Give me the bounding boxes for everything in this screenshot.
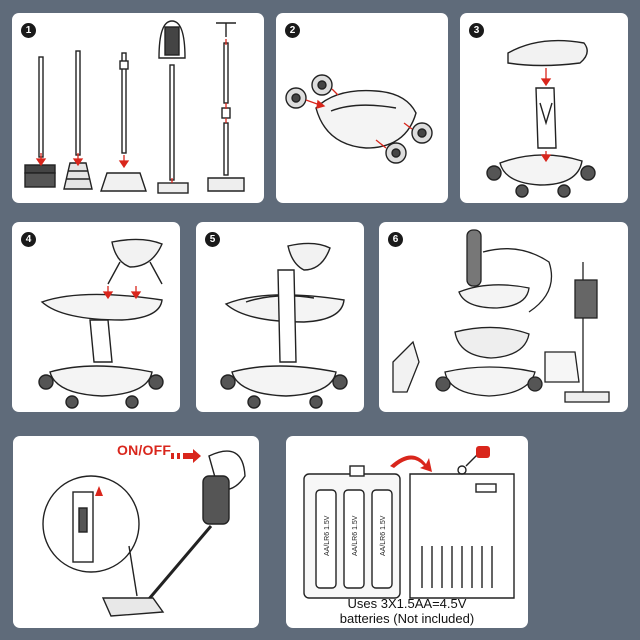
on-off-label: ON/OFF	[117, 442, 172, 458]
battery-label-3: AA/LR6 1.5V	[380, 515, 387, 556]
step-number-5: 5	[205, 232, 220, 247]
battery-note-line1: Uses 3X1.5AA=4.5V	[347, 596, 467, 611]
step-number-3: 3	[469, 23, 484, 38]
trolley-tray-illustration	[38, 238, 164, 409]
step-2-panel: 2	[276, 13, 448, 203]
battery-label-1: AA/LR6 1.5V	[324, 515, 331, 556]
step-5-panel: 5	[196, 222, 364, 412]
full-trolley-with-tools-illustration	[392, 229, 610, 403]
base-wheels-illustration	[285, 74, 433, 164]
tools-assembly-illustration	[24, 20, 245, 194]
trolley-handle-illustration	[486, 39, 596, 198]
assembled-trolley-illustration	[220, 242, 348, 409]
battery-compartment-illustration: AA/LR6 1.5V AA/LR6 1.5V AA/LR6 1.5V	[303, 446, 515, 599]
step-number-2: 2	[285, 23, 300, 38]
step-4-panel: 4	[12, 222, 180, 412]
step-number-4: 4	[21, 232, 36, 247]
step-7-panel: ON/OFF	[13, 436, 259, 628]
step-3-panel: 3	[460, 13, 628, 203]
vacuum-switch-illustration	[42, 449, 246, 617]
step-6-panel: 6	[379, 222, 628, 412]
step-number-6: 6	[388, 232, 403, 247]
step-1-panel: 1	[12, 13, 264, 203]
battery-note-line2: batteries (Not included)	[339, 611, 475, 626]
step-8-panel: AA/LR6 1.5V AA/LR6 1.5V AA/LR6 1.5V Uses…	[286, 436, 528, 628]
battery-label-2: AA/LR6 1.5V	[352, 515, 359, 556]
step-number-1: 1	[21, 23, 36, 38]
